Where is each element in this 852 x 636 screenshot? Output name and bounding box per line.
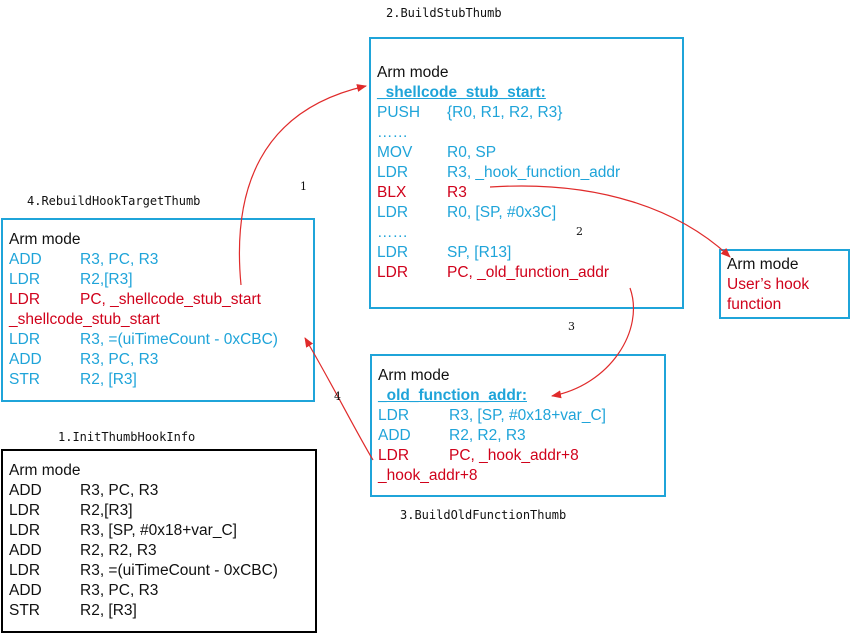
caption-build-old-function-thumb: 3.BuildOldFunctionThumb	[400, 508, 567, 522]
code-args: {R0, R1, R2, R3}	[447, 104, 563, 121]
code-op: ……	[377, 124, 408, 141]
arrow-3	[551, 287, 635, 399]
code-op: Arm mode	[378, 367, 450, 384]
code-op: _hook_addr+8	[378, 467, 478, 484]
code-op: LDR	[9, 502, 41, 519]
code-op: User’s hook	[727, 276, 810, 293]
arrow-label-3: 3	[568, 320, 575, 333]
code-op: LDR	[378, 407, 410, 424]
code-op: LDR	[377, 244, 409, 261]
caption-rebuild-hook-target-thumb: 4.RebuildHookTargetThumb	[27, 194, 201, 208]
code-args: R2,[R3]	[80, 502, 133, 519]
code-args: PC, _hook_addr+8	[449, 447, 579, 464]
code-args: PC, _shellcode_stub_start	[80, 291, 261, 308]
code-op: STR	[9, 371, 40, 388]
code-op: STR	[9, 602, 40, 619]
code-op: ADD	[9, 482, 42, 499]
arrow-2	[489, 185, 731, 258]
arrow-label-1: 1	[300, 180, 307, 193]
caption-build-stub-thumb: 2.BuildStubThumb	[386, 6, 502, 20]
code-op: LDR	[378, 447, 410, 464]
code-args: R3, =(uiTimeCount - 0xCBC)	[80, 331, 278, 348]
code-op: LDR	[9, 271, 41, 288]
code-op: LDR	[9, 331, 41, 348]
code-args: R2, R2, R3	[80, 542, 157, 559]
code-op: LDR	[377, 264, 409, 281]
code-op: ADD	[378, 427, 411, 444]
code-args: R3, [SP, #0x18+var_C]	[80, 522, 237, 539]
code-op: ……	[377, 224, 408, 241]
code-op: function	[727, 296, 782, 313]
code-args: R3, PC, R3	[80, 351, 159, 368]
arrow-label-2: 2	[576, 225, 583, 238]
code-op: LDR	[9, 562, 41, 579]
code-args: R2, R2, R3	[449, 427, 526, 444]
code-op: LDR	[377, 204, 409, 221]
code-args: R3, =(uiTimeCount - 0xCBC)	[80, 562, 278, 579]
code-op: ADD	[9, 542, 42, 559]
code-op: LDR	[9, 522, 41, 539]
code-args: R0, [SP, #0x3C]	[447, 204, 557, 221]
code-op: _shellcode_stub_start:	[377, 84, 546, 101]
code-args: R3, PC, R3	[80, 482, 159, 499]
code-op: ADD	[9, 582, 42, 599]
code-op: Arm mode	[9, 462, 81, 479]
code-op: Arm mode	[377, 64, 449, 81]
code-op: ADD	[9, 351, 42, 368]
code-op: MOV	[377, 144, 413, 161]
code-args: R2,[R3]	[80, 271, 133, 288]
code-args: R3, [SP, #0x18+var_C]	[449, 407, 606, 424]
code-op: _old_function_addr:	[378, 387, 527, 404]
arrow-4	[304, 337, 374, 461]
code-args: R3	[447, 184, 467, 201]
arrow-label-4: 4	[334, 390, 341, 403]
code-args: SP, [R13]	[447, 244, 512, 261]
stub-box: Arm mode _shellcode_stub_start: PUSH {R0, R…	[369, 37, 684, 309]
code-op: PUSH	[377, 104, 421, 121]
old-function-box: Arm mode _old_function_addr: LDR R3, [SP, #…	[370, 354, 666, 497]
caption-init-thumb-hook-info: 1.InitThumbHookInfo	[58, 430, 196, 444]
code-args: R3, _hook_function_addr	[447, 164, 621, 181]
code-args: R0, SP	[447, 144, 497, 161]
code-op: Arm mode	[9, 231, 81, 248]
code-args: PC, _old_function_addr	[447, 264, 610, 281]
code-op: ADD	[9, 251, 42, 268]
code-args: R3, PC, R3	[80, 582, 159, 599]
arrow-1	[238, 84, 367, 286]
code-op: LDR	[9, 291, 41, 308]
code-op: BLX	[377, 184, 407, 201]
code-op: LDR	[377, 164, 409, 181]
code-args: R3, PC, R3	[80, 251, 159, 268]
code-op: _shellcode_stub_start	[9, 311, 160, 328]
code-args: R2, [R3]	[80, 371, 137, 388]
code-op: Arm mode	[727, 256, 799, 273]
code-args: R2, [R3]	[80, 602, 137, 619]
